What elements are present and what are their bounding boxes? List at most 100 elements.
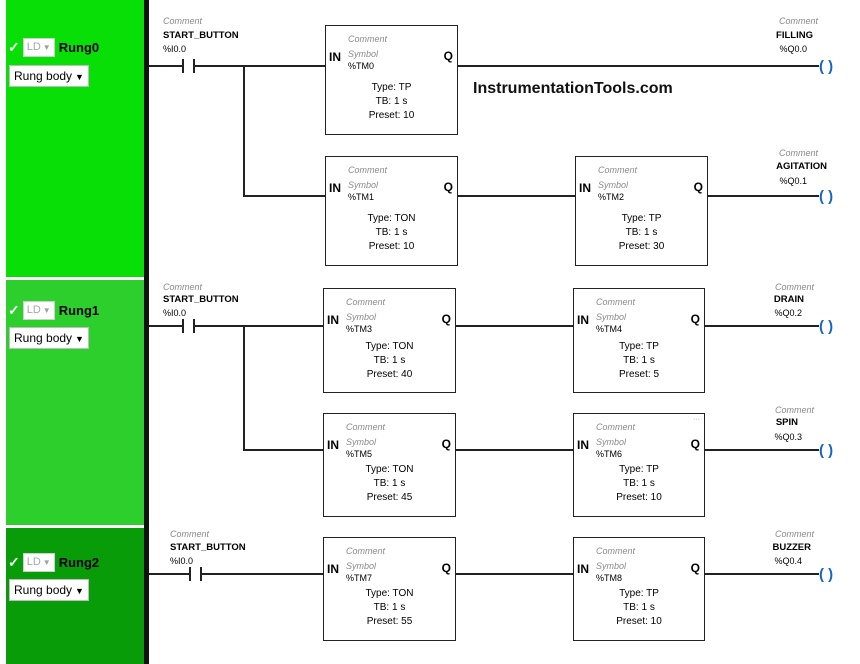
timer-preset: Preset: 5 <box>618 369 660 380</box>
rung1-panel[interactable] <box>6 280 144 525</box>
wire <box>243 325 245 451</box>
coil-icon[interactable]: ( ) <box>819 318 834 335</box>
timer-symbol: Symbol <box>596 561 627 571</box>
timer-id: %TM8 <box>596 573 623 583</box>
timer-symbol: Symbol <box>348 49 379 59</box>
timer-timebase: TB: 1 s <box>375 227 408 238</box>
coil-icon[interactable]: ( ) <box>819 188 834 205</box>
contact-name: START_BUTTON <box>170 542 246 553</box>
timer-id: %TM1 <box>348 192 375 202</box>
rung-body-dropdown[interactable]: Rung body▼ <box>9 65 89 87</box>
wire <box>704 325 819 327</box>
rung-body-dropdown[interactable]: Rung body▼ <box>9 327 89 349</box>
wire <box>149 325 182 327</box>
language-select[interactable]: LD▼ <box>22 301 55 320</box>
timer-type: Type: TON <box>365 588 414 599</box>
wire <box>243 195 325 197</box>
timer-comment: Comment <box>596 546 636 556</box>
timer-block-tm8[interactable]: Comment IN Symbol Q %TM8 Type: TP TB: 1 … <box>573 537 705 641</box>
caret-down-icon: ▼ <box>42 558 51 567</box>
contact-name: START_BUTTON <box>163 294 239 305</box>
timer-timebase: TB: 1 s <box>373 478 406 489</box>
caret-down-icon: ▼ <box>75 334 84 344</box>
coil-name: AGITATION <box>776 161 827 172</box>
coil-address: %Q0.4 <box>774 556 802 566</box>
timer-timebase: TB: 1 s <box>625 227 658 238</box>
wire <box>195 325 323 327</box>
rung-separator <box>6 277 144 280</box>
wire <box>243 65 245 197</box>
timer-symbol: Symbol <box>348 180 379 190</box>
timer-block-tm5[interactable]: Comment IN Symbol Q %TM5 Type: TON TB: 1… <box>323 413 456 517</box>
timer-preset: Preset: 30 <box>618 241 665 252</box>
check-icon[interactable]: ✓ <box>8 302 20 318</box>
wire <box>704 573 819 575</box>
timer-block-tm1[interactable]: Comment IN Symbol Q %TM1 Type: TON TB: 1… <box>325 156 458 266</box>
rung-body-dropdown[interactable]: Rung body▼ <box>9 579 89 601</box>
wire <box>149 573 189 575</box>
timer-in-pin: IN <box>327 438 339 452</box>
coil-comment: Comment <box>774 405 814 415</box>
power-rail <box>144 0 149 664</box>
timer-id: %TM4 <box>596 324 623 334</box>
check-icon[interactable]: ✓ <box>8 554 20 570</box>
timer-id: %TM2 <box>598 192 625 202</box>
timer-q-pin: Q <box>443 49 453 63</box>
timer-symbol: Symbol <box>596 437 627 447</box>
timer-block-tm3[interactable]: Comment IN Symbol Q %TM3 Type: TON TB: 1… <box>323 288 456 393</box>
contact-right-bar <box>193 59 195 73</box>
contact-address: %I0.0 <box>163 308 187 318</box>
coil-comment: Comment <box>774 282 814 292</box>
timer-q-pin: Q <box>441 312 451 326</box>
coil-icon[interactable]: ( ) <box>819 566 834 583</box>
timer-in-pin: IN <box>577 313 589 327</box>
timer-symbol: Symbol <box>346 437 377 447</box>
timer-block-tm2[interactable]: Comment IN Symbol Q %TM2 Type: TP TB: 1 … <box>575 156 708 266</box>
rung-name: Rung2 <box>58 555 100 570</box>
timer-block-tm6[interactable]: ··· Comment IN Symbol Q %TM6 Type: TP TB… <box>573 413 705 517</box>
rung0-header: ✓ LD▼ Rung0 <box>8 38 99 57</box>
timer-preset: Preset: 10 <box>616 616 662 627</box>
caret-down-icon: ▼ <box>75 586 84 596</box>
contact-right-bar <box>193 319 195 333</box>
timer-symbol: Symbol <box>346 312 377 322</box>
language-label: LD <box>26 556 41 568</box>
timer-type: Type: TP <box>371 82 412 93</box>
coil-icon[interactable]: ( ) <box>819 442 834 459</box>
timer-q-pin: Q <box>690 437 700 451</box>
wire <box>455 325 573 327</box>
timer-in-pin: IN <box>329 50 341 64</box>
coil-address: %Q0.1 <box>779 176 807 186</box>
rung1-header: ✓ LD▼ Rung1 <box>8 301 99 320</box>
timer-in-pin: IN <box>329 181 341 195</box>
coil-comment: Comment <box>778 148 818 158</box>
rung-name: Rung0 <box>58 40 100 55</box>
contact-comment: Comment <box>163 16 203 26</box>
rung-separator <box>6 525 144 528</box>
timer-preset: Preset: 10 <box>368 241 415 252</box>
timer-q-pin: Q <box>690 561 700 575</box>
coil-icon[interactable]: ( ) <box>819 58 834 75</box>
coil-address: %Q0.3 <box>774 432 802 442</box>
timer-preset: Preset: 10 <box>368 110 415 121</box>
timer-block-tm7[interactable]: Comment IN Symbol Q %TM7 Type: TON TB: 1… <box>323 537 456 641</box>
timer-type: Type: TON <box>367 213 416 224</box>
timer-block-tm0[interactable]: Comment IN Symbol Q %TM0 Type: TP TB: 1 … <box>325 25 458 135</box>
timer-q-pin: Q <box>441 437 451 451</box>
coil-name: SPIN <box>775 417 798 428</box>
timer-preset: Preset: 55 <box>366 616 413 627</box>
contact-left-bar <box>182 59 184 73</box>
check-icon[interactable]: ✓ <box>8 39 20 55</box>
wire <box>149 65 182 67</box>
coil-address: %Q0.0 <box>779 44 807 54</box>
timer-block-tm4[interactable]: Comment IN Symbol Q %TM4 Type: TP TB: 1 … <box>573 288 705 393</box>
more-icon[interactable]: ··· <box>693 416 700 423</box>
wire <box>455 573 573 575</box>
language-select[interactable]: LD▼ <box>22 38 55 57</box>
coil-comment: Comment <box>774 529 814 539</box>
timer-in-pin: IN <box>577 438 589 452</box>
wire <box>704 449 819 451</box>
timer-comment: Comment <box>596 422 636 432</box>
timer-type: Type: TON <box>365 464 414 475</box>
language-select[interactable]: LD▼ <box>22 553 55 572</box>
